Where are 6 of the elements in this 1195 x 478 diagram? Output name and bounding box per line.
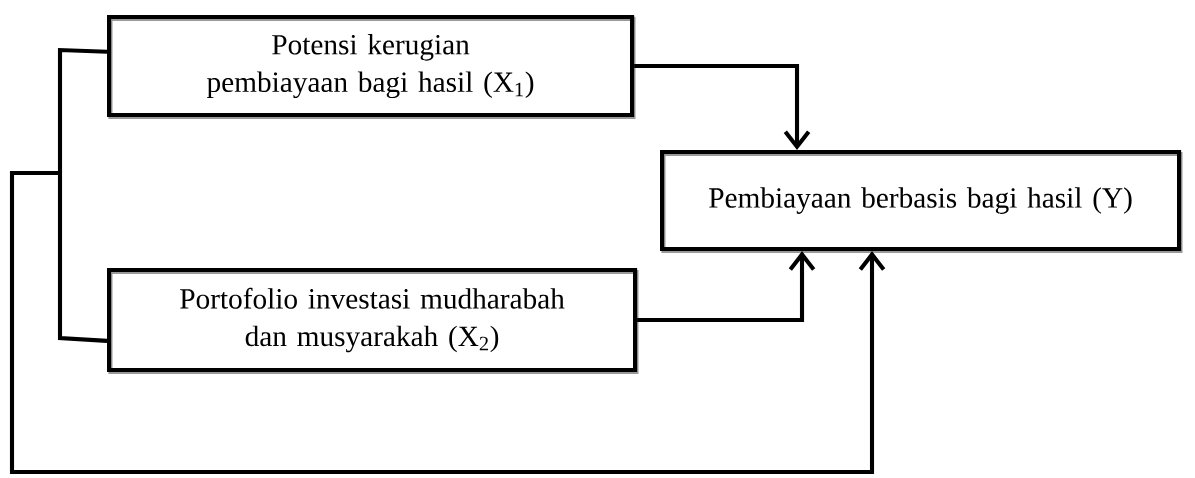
arrow bbox=[637, 251, 816, 323]
process-box: Potensi kerugian pembiayaan bagi hasil (X$_{1}$) bbox=[107, 15, 636, 119]
arrow bbox=[9, 47, 886, 475]
process-box: Pembiayaan berbasis bagi hasil (Y) bbox=[660, 150, 1183, 253]
process-box: Portofolio investasi mudharabah dan musyarakah (X$_{2}$) bbox=[107, 268, 639, 374]
arrow bbox=[634, 64, 811, 150]
